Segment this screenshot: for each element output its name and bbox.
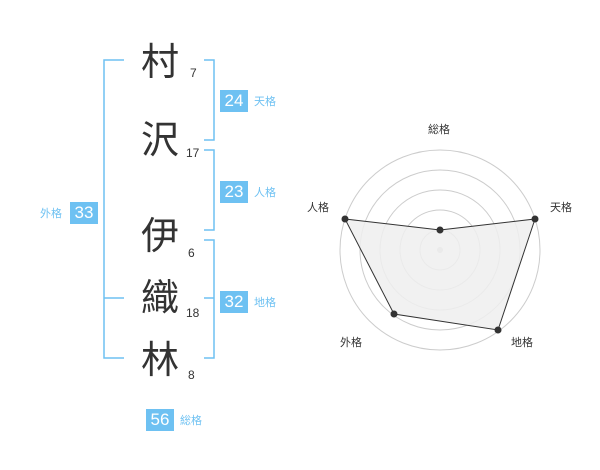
- gaikaku-badge: 33: [70, 202, 98, 224]
- name-char-2: 沢: [140, 118, 179, 162]
- soukaku-label: 総格: [180, 414, 202, 427]
- name-char-5: 林: [140, 338, 179, 382]
- radar-axis-label-tenkaku: 天格: [550, 201, 572, 214]
- chikaku-bracket: [204, 239, 215, 359]
- stroke-count-4: 18: [186, 306, 200, 320]
- radar-point-jinkaku: [341, 215, 349, 223]
- radar-axis-label-chikaku: 地格: [511, 336, 533, 349]
- tenkaku-bracket: [204, 59, 215, 141]
- gaikaku-bracket: [103, 59, 124, 359]
- jinkaku-badge: 23: [220, 181, 248, 203]
- radar-polygon: [344, 218, 536, 331]
- name-char-4: 織: [140, 276, 179, 320]
- radar-axis-label-jinkaku: 人格: [307, 201, 329, 214]
- radar-ring-5: [339, 149, 541, 351]
- chikaku-label: 地格: [254, 296, 276, 309]
- tenkaku-label: 天格: [254, 95, 276, 108]
- radar-point-chikaku: [494, 326, 502, 334]
- tenkaku-badge: 24: [220, 90, 248, 112]
- stroke-count-3: 6: [188, 246, 195, 260]
- jinkaku-label: 人格: [254, 186, 276, 199]
- radar-point-gaikaku: [390, 310, 398, 318]
- radar-point-tenkaku: [531, 215, 539, 223]
- radar-axis-label-soukaku: 総格: [428, 123, 450, 136]
- jinkaku-bracket: [204, 149, 215, 231]
- stroke-count-2: 17: [186, 146, 200, 160]
- stroke-count-5: 8: [188, 368, 195, 382]
- name-char-1: 村: [140, 40, 179, 84]
- radar-point-soukaku: [436, 226, 444, 234]
- gaikaku-label: 外格: [40, 207, 62, 220]
- chikaku-badge: 32: [220, 291, 248, 313]
- name-char-3: 伊: [140, 214, 179, 258]
- stroke-count-1: 7: [190, 66, 197, 80]
- soukaku-badge: 56: [146, 409, 174, 431]
- radar-axis-label-gaikaku: 外格: [340, 336, 362, 349]
